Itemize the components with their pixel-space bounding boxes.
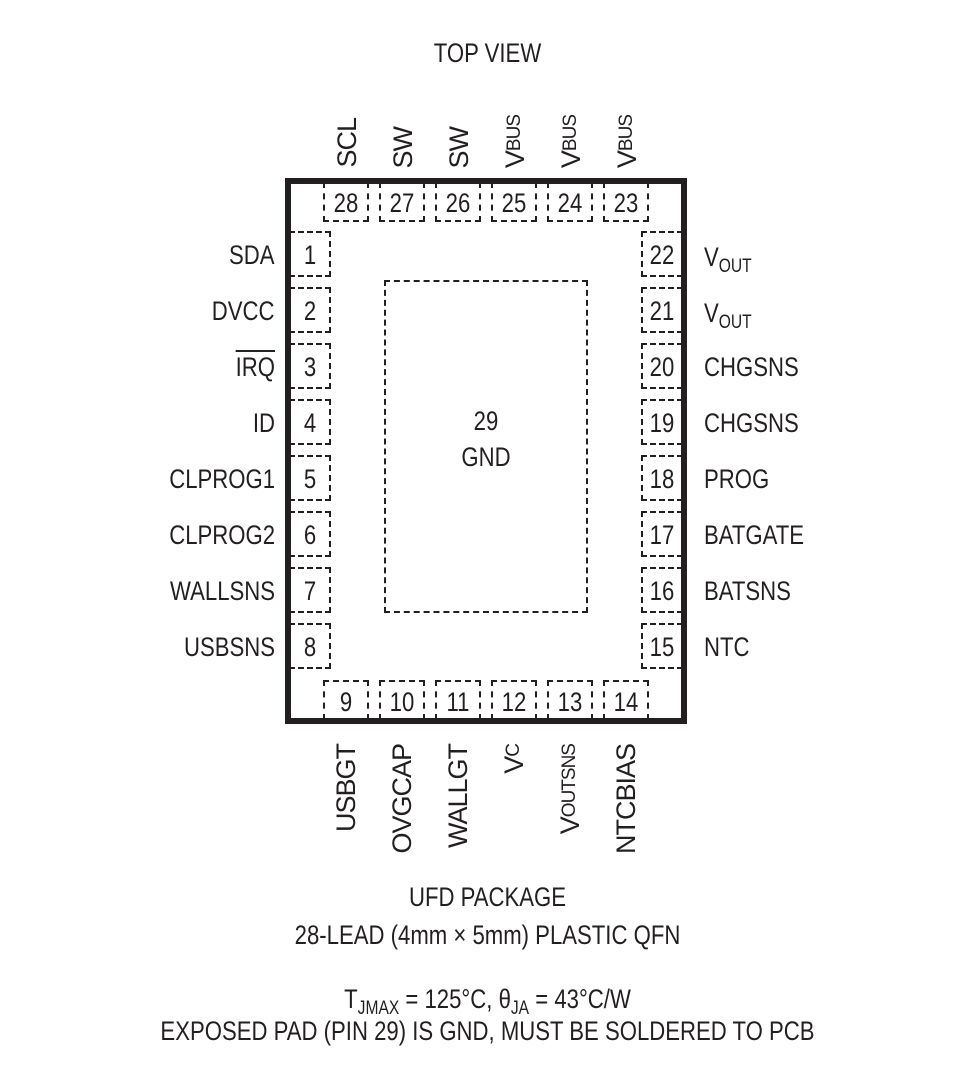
- pin-pad-15: 15: [641, 623, 683, 669]
- pin-pad-7: 7: [289, 567, 331, 613]
- pin-label-batsns: BATSNS: [704, 576, 791, 606]
- thermal-specs: TJMAX = 125°C, θJA = 43°C/W: [344, 984, 631, 1019]
- pin-label-chgsns-20: CHGSNS: [704, 352, 799, 382]
- pin-label-vbus-25: VBUS: [500, 114, 530, 168]
- pin-pad-12: 12: [491, 680, 537, 720]
- pin-pad-14: 14: [603, 680, 649, 720]
- pin-pad-17: 17: [641, 511, 683, 557]
- pin-label-vc: VC: [499, 744, 529, 774]
- package-outline: [285, 178, 687, 724]
- pin-pad-5: 5: [289, 455, 331, 501]
- pin-pad-9: 9: [323, 680, 369, 720]
- pin-pad-11: 11: [435, 680, 481, 720]
- exposed-pad-note: EXPOSED PAD (PIN 29) IS GND, MUST BE SOL…: [160, 1016, 815, 1046]
- pin-label-dvcc: DVCC: [212, 296, 275, 326]
- pin-pad-25: 25: [491, 182, 537, 222]
- pin-pad-16: 16: [641, 567, 683, 613]
- pin-pad-21: 21: [641, 287, 683, 333]
- pin-label-usbsns: USBSNS: [183, 632, 275, 662]
- exposed-pad-name: GND: [461, 442, 511, 472]
- pin-label-wallsns: WALLSNS: [170, 576, 275, 606]
- pin-label-voutsns: VOUTSNS: [555, 744, 585, 835]
- pin-pad-8: 8: [289, 623, 331, 669]
- pin-pad-22: 22: [641, 231, 683, 277]
- pin-pad-27: 27: [379, 182, 425, 222]
- pin-pad-6: 6: [289, 511, 331, 557]
- pin-pad-28: 28: [323, 182, 369, 222]
- pin-label-vout-21: VOUT: [704, 298, 752, 333]
- pin-pad-18: 18: [641, 455, 683, 501]
- pin-label-vbus-23: VBUS: [612, 114, 642, 168]
- pin-label-vout-22: VOUT: [704, 242, 752, 277]
- pin-label-irq: IRQ: [235, 352, 275, 382]
- pin-label-usbgt: USBGT: [331, 744, 361, 833]
- pin-label-sw-27: SW: [388, 126, 418, 169]
- pin-label-ovgcap: OVGCAP: [387, 744, 417, 854]
- pin-label-scl: SCL: [332, 118, 362, 168]
- pin-pad-2: 2: [289, 287, 331, 333]
- pin-pad-4: 4: [289, 399, 331, 445]
- pin-label-prog: PROG: [704, 464, 770, 494]
- pin-label-id: ID: [252, 408, 275, 438]
- exposed-pad-number: 29: [473, 406, 499, 436]
- pin-pad-26: 26: [435, 182, 481, 222]
- pin-pad-20: 20: [641, 343, 683, 389]
- package-description: 28-LEAD (4mm × 5mm) PLASTIC QFN: [294, 920, 681, 950]
- package-name: UFD PACKAGE: [408, 882, 567, 912]
- pin-label-clprog1: CLPROG1: [169, 464, 275, 494]
- pin-pad-1: 1: [289, 231, 331, 277]
- pin-label-clprog2: CLPROG2: [169, 520, 275, 550]
- pin-pad-24: 24: [547, 182, 593, 222]
- pin-label-ntcbias: NTCBIAS: [611, 744, 641, 855]
- pin-pad-13: 13: [547, 680, 593, 720]
- pin-label-wallgt: WALLGT: [443, 744, 473, 849]
- exposed-pad: 29 GND: [384, 280, 588, 613]
- pin-label-ntc: NTC: [704, 632, 750, 662]
- pin-pad-19: 19: [641, 399, 683, 445]
- pin-label-vbus-24: VBUS: [556, 114, 586, 168]
- pin-label-chgsns-19: CHGSNS: [704, 408, 799, 438]
- pin-label-batgate: BATGATE: [704, 520, 805, 550]
- pin-pad-10: 10: [379, 680, 425, 720]
- diagram-title: TOP VIEW: [433, 38, 542, 68]
- pin-pad-3: 3: [289, 343, 331, 389]
- pin-label-sda: SDA: [229, 240, 275, 270]
- pin-label-sw-26: SW: [444, 126, 474, 169]
- pin-pad-23: 23: [603, 182, 649, 222]
